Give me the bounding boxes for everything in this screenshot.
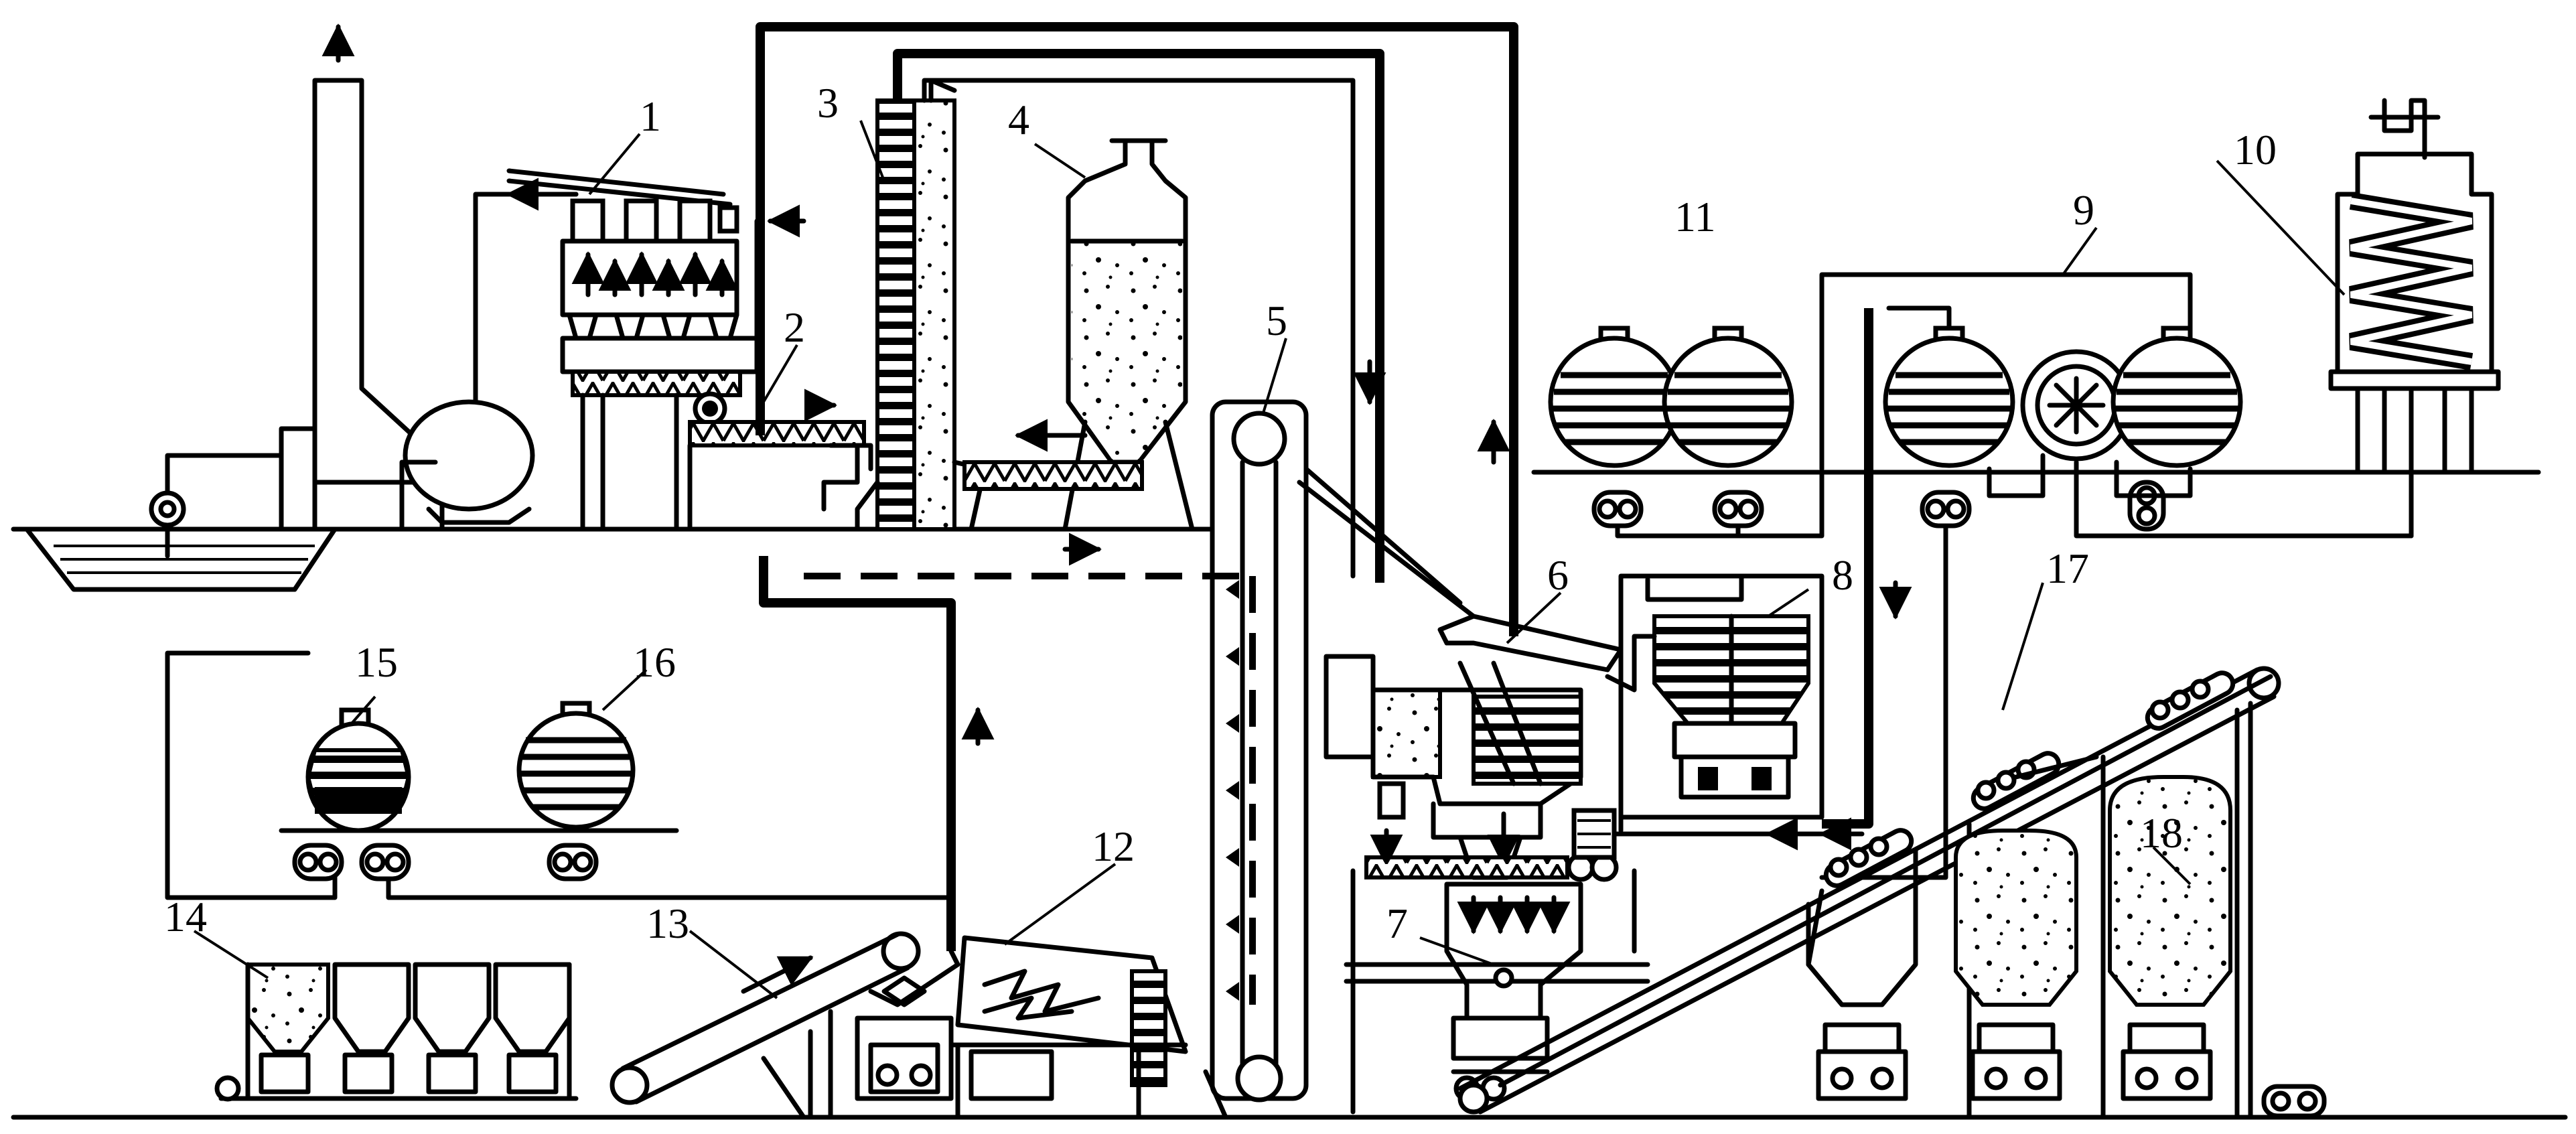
label-11: 11 — [1674, 193, 1716, 240]
label-4: 4 — [1008, 96, 1029, 143]
label-5: 5 — [1266, 297, 1287, 344]
storage-bins — [1457, 666, 2327, 1120]
drying-drum — [855, 935, 1228, 1120]
label-2: 2 — [784, 303, 805, 351]
aggregate-bins — [214, 931, 921, 1120]
label-10: 10 — [2234, 126, 2277, 173]
lower-tanks — [165, 650, 954, 900]
leader-lines — [193, 120, 2346, 999]
label-12: 12 — [1092, 823, 1135, 870]
air-ducts — [756, 22, 1518, 1005]
chimney-furnace — [24, 23, 535, 592]
label-6: 6 — [1547, 551, 1569, 599]
label-7: 7 — [1386, 900, 1408, 947]
mixer-assembly — [1323, 573, 1824, 1115]
ground-lines — [11, 470, 2568, 1120]
label-3: 3 — [817, 79, 839, 127]
tank-row — [1548, 272, 2414, 880]
label-13: 13 — [646, 900, 689, 947]
dryer-column — [855, 78, 987, 532]
label-1: 1 — [640, 92, 661, 140]
label-17: 17 — [2046, 545, 2089, 592]
number-labels: 1 2 3 4 5 6 7 8 9 10 11 12 13 14 15 16 1… — [164, 79, 2277, 947]
label-16: 16 — [633, 638, 676, 686]
silo — [962, 138, 1195, 532]
bucket-elevator — [1210, 399, 1476, 1103]
label-15: 15 — [355, 638, 398, 686]
label-18: 18 — [2140, 809, 2183, 857]
label-8: 8 — [1832, 551, 1853, 599]
screw-conveyor — [687, 388, 873, 532]
label-9: 9 — [2073, 186, 2094, 234]
label-14: 14 — [164, 893, 207, 940]
heat-exchanger — [2328, 98, 2501, 539]
